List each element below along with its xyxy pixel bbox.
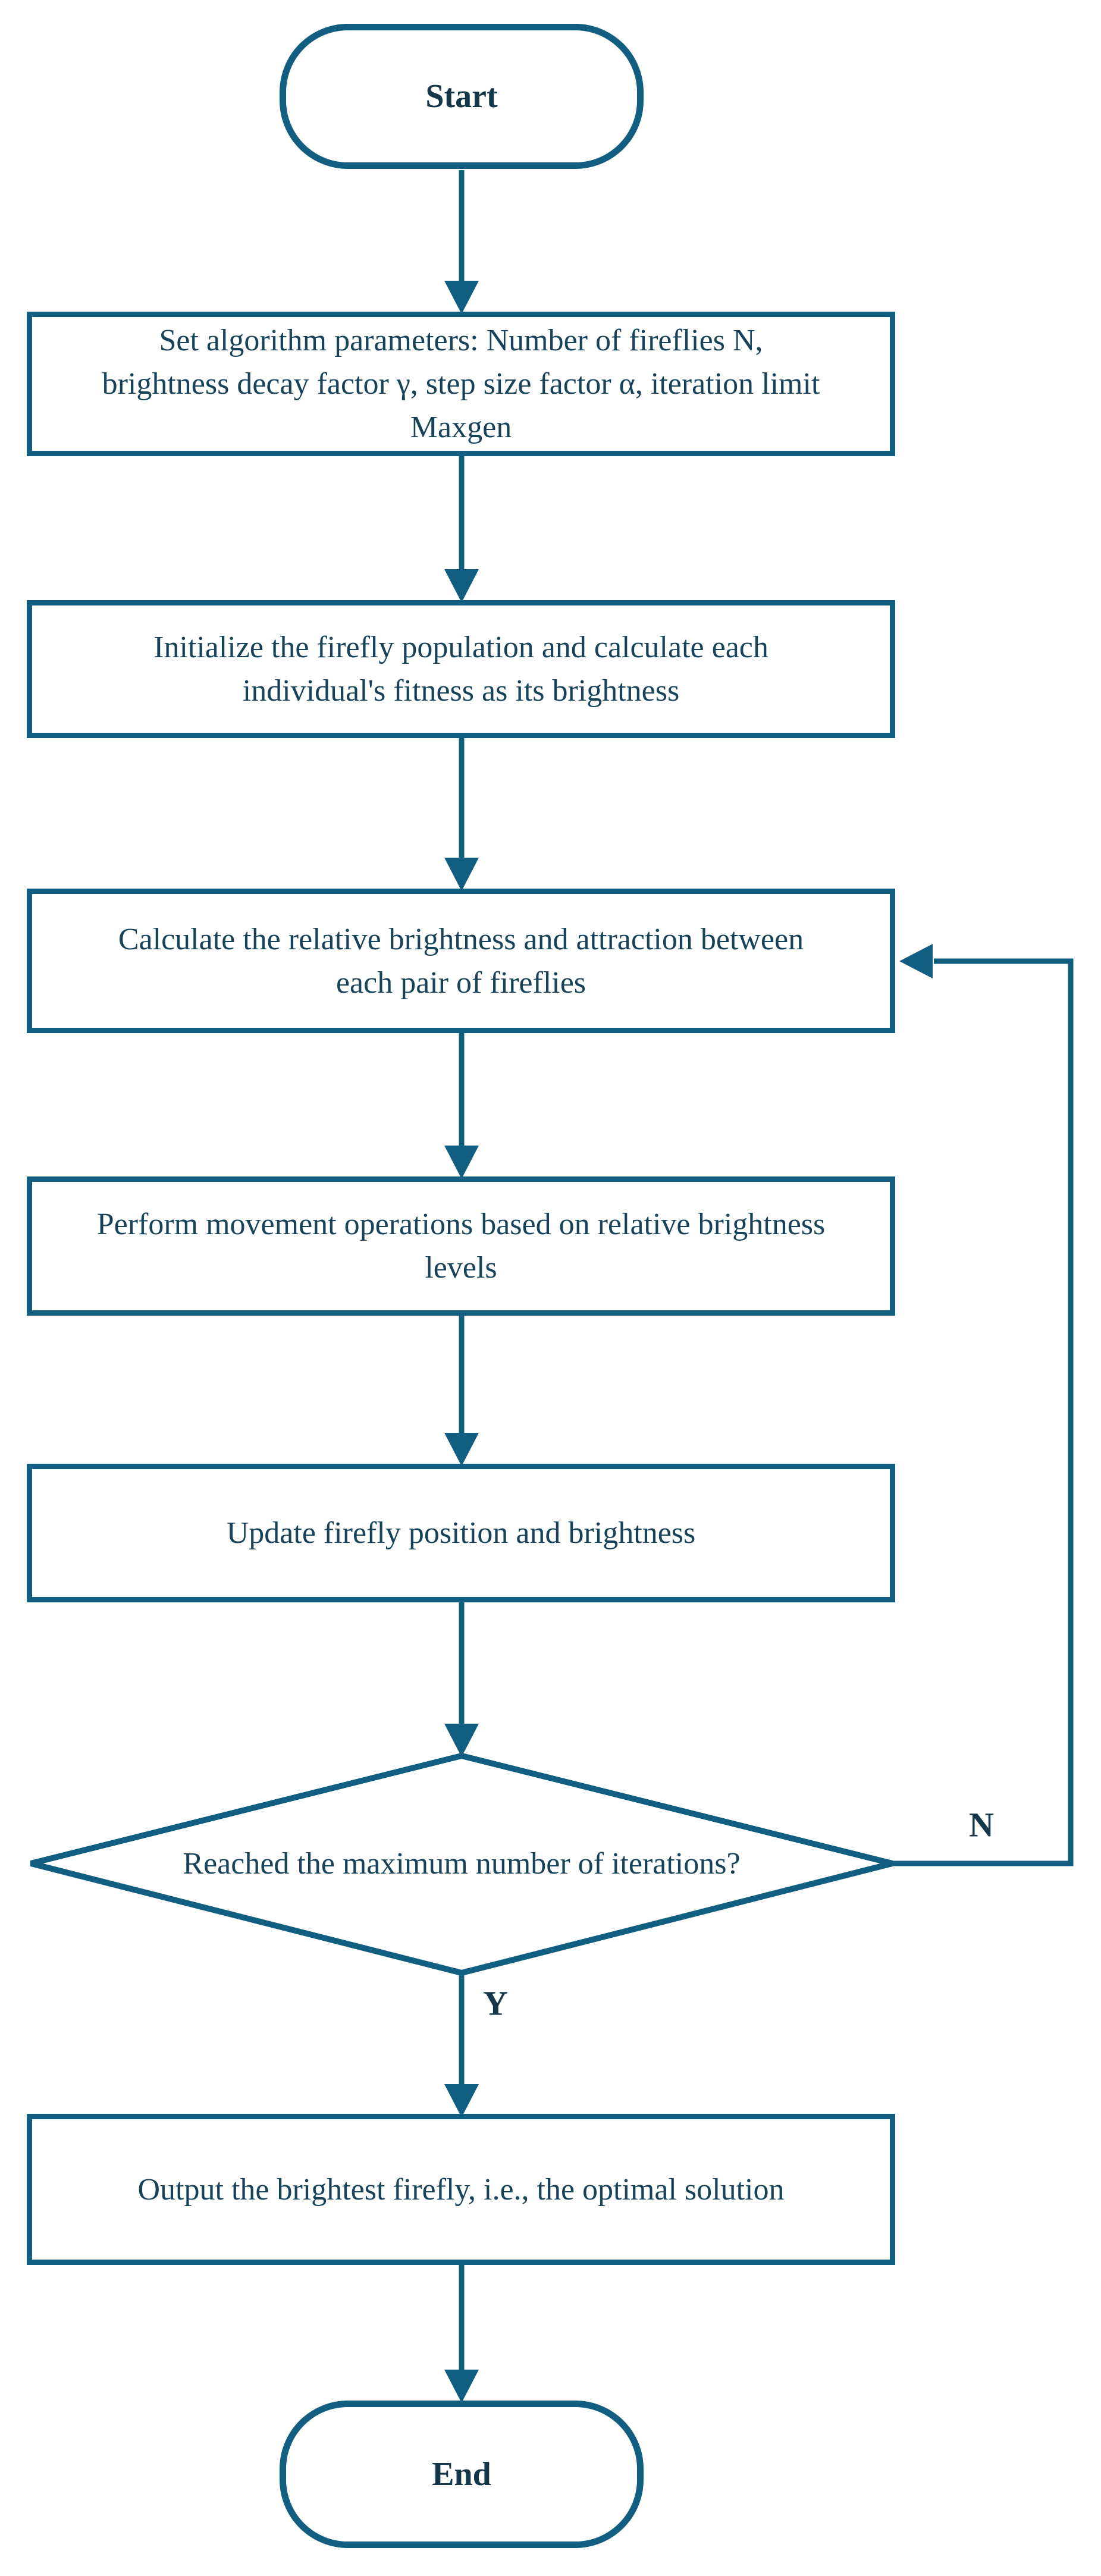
calculate-line2: each pair of fireflies <box>335 965 586 1000</box>
set-parameters-line3: Maxgen <box>410 410 512 444</box>
connector-output-to-end <box>444 2263 479 2403</box>
calculate-line1: Calculate the relative brightness and at… <box>118 922 804 956</box>
branch-label-no: N <box>969 1805 994 1844</box>
initialize-population-node: Initialize the firefly population and ca… <box>27 600 895 738</box>
output-line1: Output the brightest firefly, i.e., the … <box>137 2172 785 2207</box>
connector-init-to-calc <box>444 736 479 891</box>
connector-start-to-params <box>444 170 479 314</box>
update-line1: Update firefly position and brightness <box>226 1516 696 1550</box>
calculate-brightness-node: Calculate the relative brightness and at… <box>27 889 895 1033</box>
perform-movement-node: Perform movement operations based on rel… <box>27 1176 895 1316</box>
initialize-line2: individual's fitness as its brightness <box>242 674 680 708</box>
movement-line2: levels <box>425 1251 497 1285</box>
connector-update-to-decision <box>444 1600 479 1757</box>
set-parameters-node: Set algorithm parameters: Number of fire… <box>27 312 895 456</box>
branch-label-yes: Y <box>483 1984 508 2023</box>
end-label: End <box>432 2455 491 2493</box>
update-position-node: Update firefly position and brightness <box>27 1464 895 1602</box>
set-parameters-line2: brightness decay factor γ, step size fac… <box>102 367 820 401</box>
start-label: Start <box>425 77 498 115</box>
output-solution-node: Output the brightest firefly, i.e., the … <box>27 2114 895 2265</box>
connector-move-to-update <box>444 1313 479 1466</box>
connector-calc-to-move <box>444 1031 479 1179</box>
end-node: End <box>280 2401 644 2548</box>
decision-max-iterations-label: Reached the maximum number of iterations… <box>183 1847 741 1881</box>
connector-decision-yes-to-output <box>444 1972 479 2117</box>
movement-line1: Perform movement operations based on rel… <box>96 1207 826 1241</box>
start-node: Start <box>280 24 644 169</box>
connector-decision-no-loop <box>892 944 1074 1866</box>
connector-params-to-init <box>444 454 479 603</box>
set-parameters-line1: Set algorithm parameters: Number of fire… <box>159 324 763 357</box>
initialize-line1: Initialize the firefly population and ca… <box>153 630 768 664</box>
